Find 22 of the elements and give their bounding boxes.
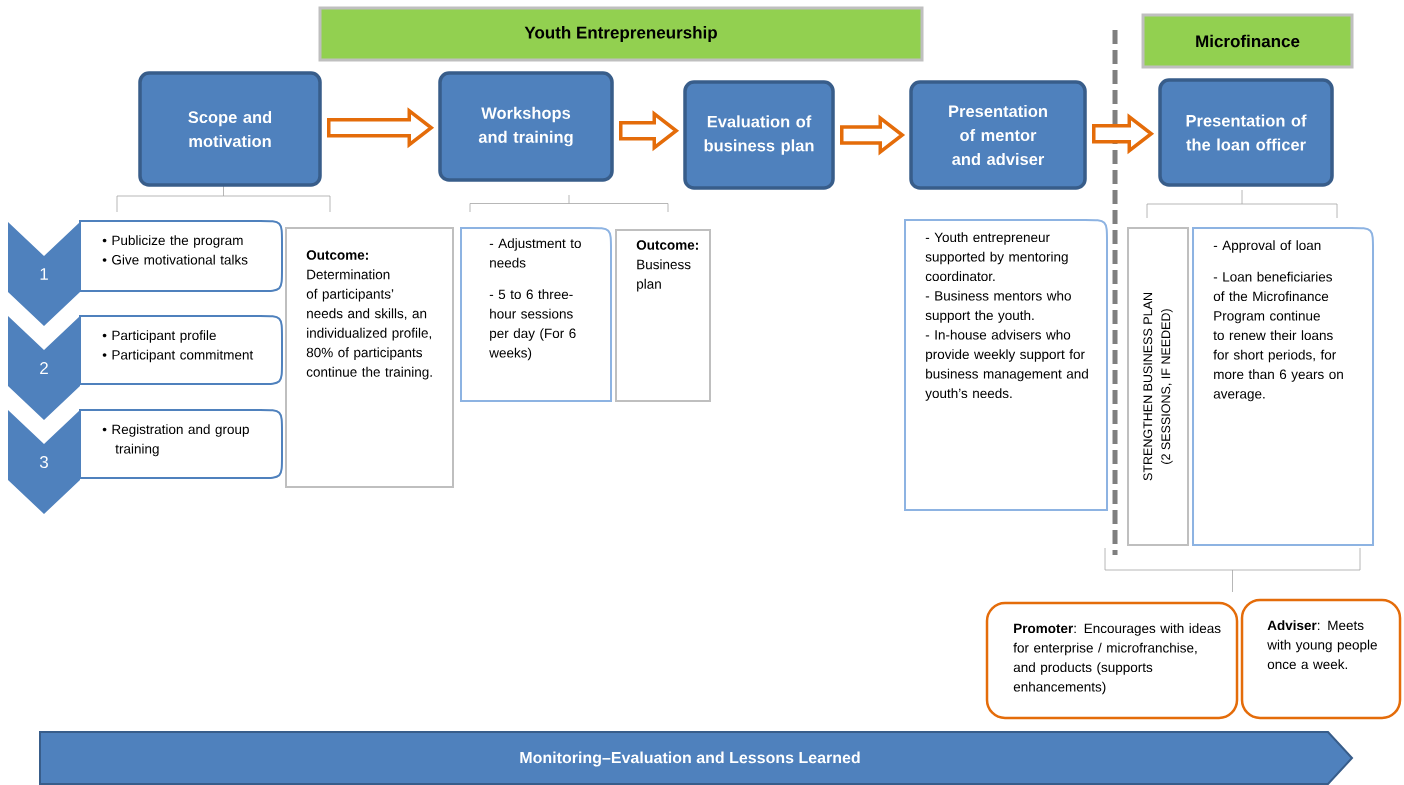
arrow <box>840 114 906 156</box>
text-box: - Approval of loan - Loan beneficiaries of the Microfinance Program continue to renew their loans for short periods, for more than 6 years on average. <box>1192 227 1374 546</box>
arrow <box>1092 113 1155 155</box>
section-banner: Microfinance <box>1141 13 1354 69</box>
step-box: • Publicize the program • Give motivational talks <box>79 220 283 292</box>
section-banner: Youth Entrepreneurship <box>318 6 924 62</box>
process-box: Workshops and training <box>438 71 614 182</box>
process-box: Scope and motivation <box>138 71 322 187</box>
outcome-box: Outcome: Business plan <box>615 229 711 402</box>
process-box: Presentation of the loan officer <box>1158 78 1334 187</box>
rotated-text-box: STRENGTHEN BUSINESS PLAN (2 SESSIONS, IF NEEDED) <box>1127 227 1189 546</box>
process-box: Presentation of mentor and adviser <box>909 80 1087 190</box>
role-box: Promoter: Encourages with ideas for enterprise / microfranchise, and products (supports enhancements) <box>985 601 1239 720</box>
outcome-box: Outcome: Determination of participants’ needs and skills, an individualized profile, 80% of participants continue the training. <box>285 227 454 488</box>
arrow <box>619 110 680 152</box>
process-box: Evaluation of business plan <box>683 80 835 190</box>
step-box: • Registration and group training <box>79 409 283 479</box>
text-box: - Adjustment to needs - 5 to 6 three-hour sessions per day (For 6 weeks) <box>460 227 612 402</box>
text-box: - Youth entrepreneur supported by mentoring coordinator. - Business mentors who support the youth. - In-house advisers who provide weekly support for business management and youth’s needs. <box>904 219 1108 511</box>
role-box: Adviser: Meets with young people once a week. <box>1240 598 1402 720</box>
arrow <box>327 107 435 149</box>
step-box: • Participant profile • Participant commitment <box>79 315 283 385</box>
